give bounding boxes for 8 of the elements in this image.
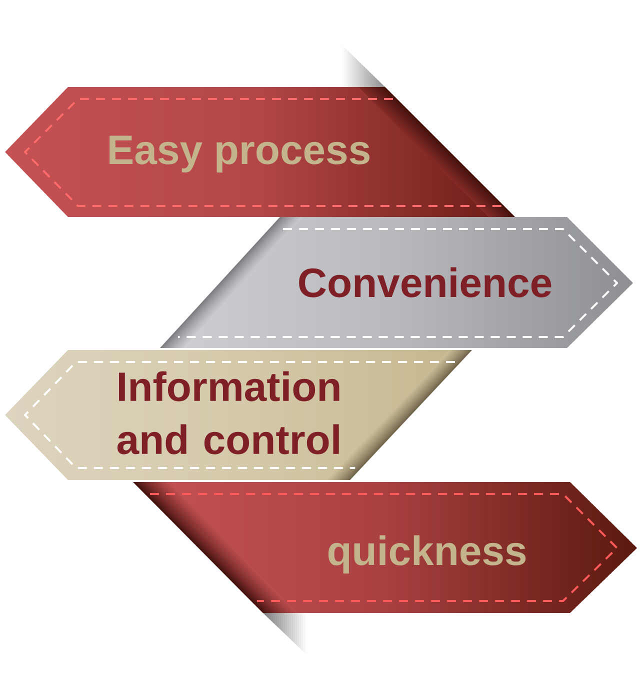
arrow-banner: quickness xyxy=(133,482,637,613)
node-label: Easy process xyxy=(110,136,370,172)
arrow-banner: Convenience xyxy=(160,217,633,348)
arrow-banner: Information and control xyxy=(5,350,472,480)
node-label: Convenience xyxy=(299,267,552,298)
node-label: quickness xyxy=(328,535,526,574)
node-label: Information and control xyxy=(117,371,340,454)
arrow-banner: Easy process xyxy=(5,87,515,217)
